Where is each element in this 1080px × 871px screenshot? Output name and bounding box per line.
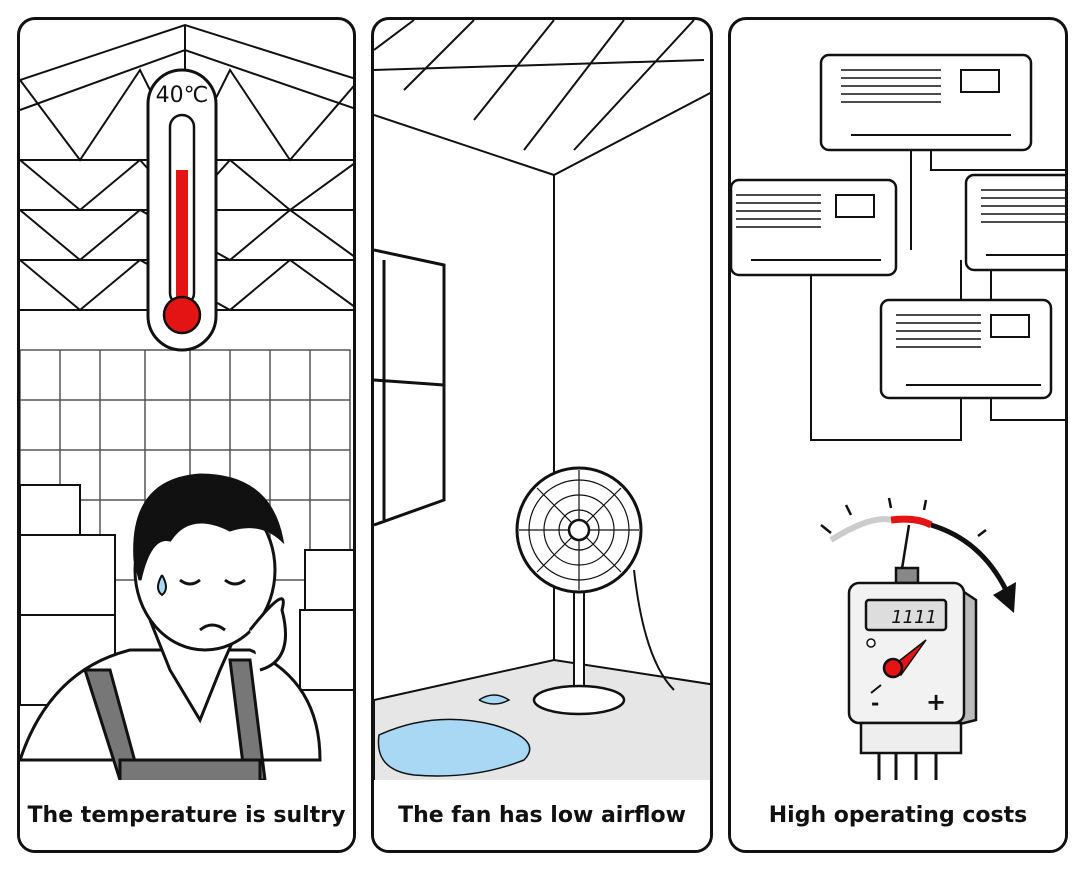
caption-fan: The fan has low airflow bbox=[374, 780, 710, 850]
boxes bbox=[20, 484, 353, 706]
fan-icon bbox=[515, 466, 675, 716]
meter-minus-label: - bbox=[871, 691, 879, 715]
pipes bbox=[810, 150, 1065, 441]
cost-gauge-icon bbox=[820, 497, 1016, 613]
thermometer-icon: 40℃ bbox=[146, 68, 218, 352]
electric-meter-icon: 1111 - + bbox=[847, 566, 978, 790]
panel-weak-fan: The fan has low airflow bbox=[371, 17, 713, 853]
ac-units-illustration: 1111 - + bbox=[731, 53, 1065, 790]
panel-hot-warehouse: 40℃ The temperature is sultry bbox=[17, 17, 356, 853]
warehouse-illustration: 40℃ bbox=[20, 23, 353, 792]
caption-costs: High operating costs bbox=[731, 780, 1065, 850]
meter-plus-label: + bbox=[926, 688, 946, 716]
sweating-worker bbox=[20, 473, 322, 792]
thermometer-reading: 40℃ bbox=[156, 83, 209, 108]
svg-text:1111: 1111 bbox=[891, 607, 937, 628]
panel-operating-costs: 1111 - + High operating costs bbox=[728, 17, 1068, 853]
water-puddle bbox=[377, 718, 531, 777]
room-fan-illustration bbox=[374, 20, 710, 787]
window bbox=[374, 248, 446, 527]
caption-temperature: The temperature is sultry bbox=[20, 780, 353, 850]
air-conditioner-units bbox=[731, 53, 1065, 400]
